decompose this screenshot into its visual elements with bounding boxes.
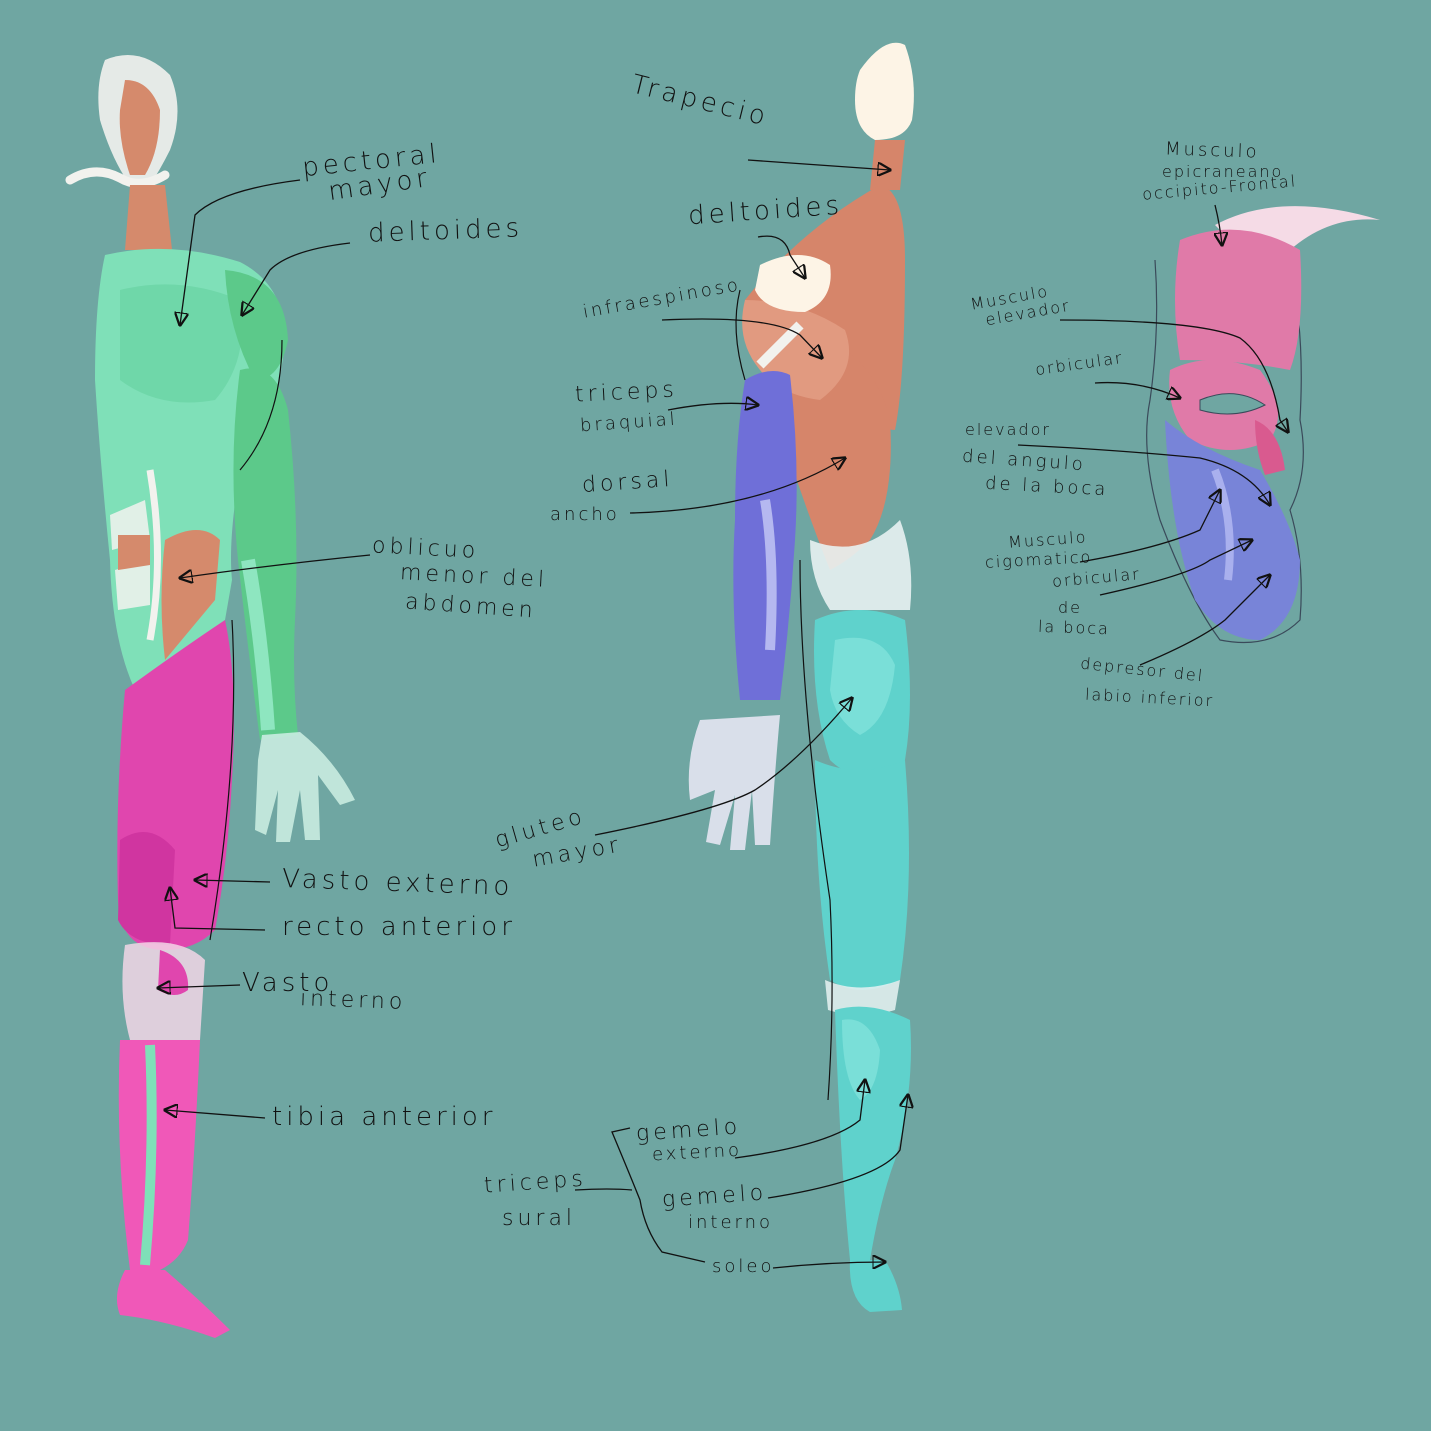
front-deltoid	[225, 270, 288, 380]
back-lower-back	[810, 520, 912, 610]
front-contour-leg	[209, 619, 235, 941]
triceps-sural-bracket	[611, 1127, 706, 1263]
leader-dorsal	[629, 458, 845, 514]
face-levator	[1255, 420, 1285, 475]
front-face-muscle	[119, 80, 160, 175]
front-hand	[255, 732, 355, 842]
label-epicraneano-1: Musculo	[1164, 138, 1260, 163]
front-contour-back	[239, 339, 283, 471]
leader-tibia	[165, 1110, 266, 1119]
front-rib-2	[115, 560, 150, 610]
back-hand	[688, 715, 780, 850]
back-head	[855, 42, 914, 140]
front-rectus	[118, 832, 175, 945]
back-knee-highlight	[825, 980, 900, 1015]
back-figure	[688, 42, 914, 1312]
label-deltoides-front: deltoides	[367, 213, 524, 249]
front-figure	[65, 55, 355, 1338]
label-angulo-1: elevador	[965, 420, 1051, 439]
back-contour-front	[799, 559, 833, 1101]
label-tibia-anterior: tibia anterior	[272, 1102, 497, 1132]
label-soleo: soleo	[712, 1256, 775, 1277]
front-oblique	[161, 530, 220, 660]
label-triceps-sural-2: sural	[502, 1206, 577, 1231]
label-vasto-interno-2: interno	[299, 986, 407, 1015]
leader-pectoral	[180, 179, 301, 325]
label-recto-anterior: recto anterior	[282, 912, 516, 942]
leader-cigomatico	[1079, 490, 1220, 563]
leader-soleo	[772, 1262, 885, 1268]
back-foot	[849, 1260, 902, 1312]
label-dorsal-2: ancho	[550, 504, 620, 525]
label-oblicuo-1: oblicuo	[371, 533, 480, 564]
leader-gluteo	[594, 698, 852, 836]
leader-gemelo-interno	[767, 1095, 908, 1199]
leader-triceps-sural	[574, 1188, 633, 1191]
leader-angulo	[1017, 444, 1270, 505]
leader-deltoides-front	[242, 242, 351, 315]
face-frontalis	[1175, 229, 1302, 370]
front-arm	[233, 368, 298, 740]
leader-trapecio	[747, 159, 890, 170]
label-gemelo-externo-2: externo	[651, 1139, 743, 1166]
back-forearm-highlight	[760, 499, 777, 651]
label-vasto-externo: Vasto externo	[281, 863, 514, 903]
leader-gemelo-externo	[734, 1080, 865, 1159]
leader-triceps	[667, 403, 758, 410]
leader-lines	[158, 159, 1288, 1268]
label-gemelo-interno-2: interno	[688, 1212, 774, 1233]
leader-orbicular-boca	[1099, 540, 1252, 596]
label-vasto-interno-1: Vasto	[242, 968, 334, 998]
face-lower-highlight	[1211, 468, 1234, 581]
label-orbicular-boca-2: de	[1058, 598, 1082, 617]
back-contour-arm	[735, 289, 746, 381]
leader-infraespinoso	[661, 318, 822, 358]
label-triceps-1: triceps	[574, 377, 679, 408]
front-neck	[125, 185, 172, 250]
front-tibia-highlight	[140, 1044, 157, 1266]
back-shoulder-highlight	[755, 255, 831, 312]
label-orbicular-boca-3: la boca	[1037, 616, 1111, 639]
face-outline	[1146, 259, 1304, 644]
leader-vasto-externo	[195, 880, 271, 882]
face-figure	[1146, 206, 1380, 644]
front-linea-alba	[146, 469, 161, 641]
back-thigh	[815, 760, 909, 990]
front-shin	[118, 1040, 200, 1270]
front-jaw-highlight	[65, 167, 170, 188]
leader-deltoides-back	[757, 235, 805, 278]
leader-oblicuo	[180, 554, 371, 578]
leader-recto-anterior	[170, 888, 266, 931]
back-neck	[870, 140, 905, 190]
label-epicraneano-2: epicraneano	[1162, 162, 1284, 181]
leader-vasto-interno	[158, 985, 241, 988]
front-rib-3	[118, 535, 150, 570]
face-eye	[1199, 393, 1266, 415]
leader-depresor	[1139, 575, 1270, 666]
leader-epicraneano	[1215, 204, 1222, 245]
front-foot	[116, 1270, 230, 1338]
leader-elevador	[1059, 319, 1288, 432]
front-pectoral-shade	[120, 284, 243, 403]
front-forearm-highlight	[241, 558, 275, 731]
leader-orbicular	[1094, 381, 1180, 398]
